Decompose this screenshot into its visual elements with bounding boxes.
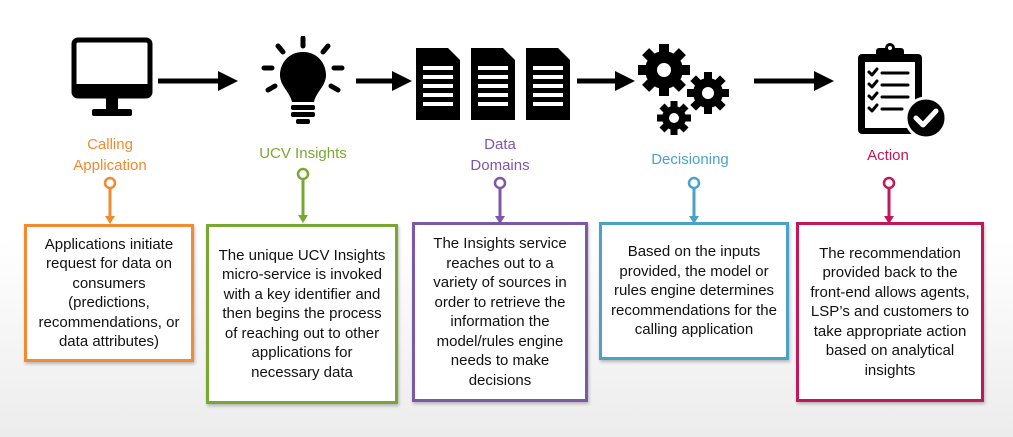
documents-icon: [416, 48, 570, 120]
description-ucv-insights: The unique UCV Insights micro-service is…: [206, 224, 398, 404]
connector-pin: [493, 176, 507, 224]
flow-arrow: [577, 71, 635, 91]
flow-arrow: [754, 71, 834, 91]
gears-icon: [638, 44, 729, 135]
monitor-icon: [71, 37, 153, 116]
connector-pin: [296, 167, 310, 223]
connector-pin: [103, 176, 117, 224]
stage-label-data-domains: Data Domains: [470, 136, 530, 174]
clipboard-check-icon: [858, 43, 948, 140]
flow-arrow: [356, 71, 412, 91]
description-data-domains: The Insights service reaches out to a va…: [412, 222, 588, 402]
description-text: Applications initiate request for data o…: [38, 235, 180, 351]
stage-label-calling-application: Calling Application: [73, 136, 147, 174]
flow-arrow: [158, 71, 238, 91]
description-calling-application: Applications initiate request for data o…: [24, 224, 194, 362]
description-action: The recommendation provided back to the …: [796, 222, 984, 402]
lightbulb-icon: [261, 36, 345, 124]
description-text: The unique UCV Insights micro-service is…: [218, 246, 386, 381]
stage-label-ucv-insights: UCV Insights: [259, 145, 347, 162]
stage-label-action: Action: [867, 147, 909, 164]
description-text: Based on the inputs provided, the model …: [611, 243, 777, 339]
description-text: The recommendation provided back to the …: [810, 244, 970, 379]
connector-pin: [882, 176, 896, 224]
connector-pin: [687, 176, 701, 224]
description-decisioning: Based on the inputs provided, the model …: [599, 222, 789, 360]
stage-label-decisioning: Decisioning: [651, 151, 729, 168]
description-text: The Insights service reaches out to a va…: [433, 235, 567, 389]
